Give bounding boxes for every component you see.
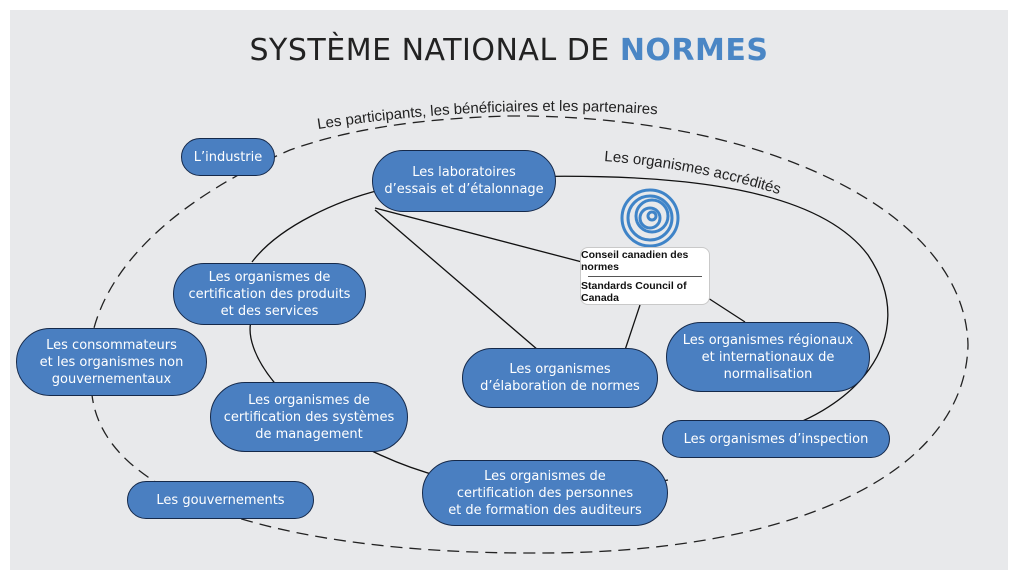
page-title: SYSTÈME NATIONAL DE NORMES <box>0 33 1018 68</box>
node-regionaux: Les organismes régionaux et internationa… <box>666 322 870 392</box>
outer-dashed-label: Les participants, les bénéficiaires et l… <box>316 98 658 133</box>
title-accent: NORMES <box>619 33 769 68</box>
scc-name-en: Standards Council of Canada <box>581 279 687 304</box>
node-gouvernements: Les gouvernements <box>127 481 314 519</box>
node-cert-personnes: Les organismes de certification des pers… <box>422 460 668 526</box>
spoke-lab-to-elaboration <box>374 209 539 351</box>
inner-ring-label: Les organismes accrédités <box>604 148 783 198</box>
scc-name-fr: Conseil canadien des normes <box>581 248 689 273</box>
node-consommateurs: Les consommateurs et les organismes non … <box>16 328 207 396</box>
node-laboratoires: Les laboratoires d’essais et d’étalonnag… <box>372 150 556 212</box>
connector-logo-elaboration <box>624 304 641 351</box>
connector-logo-regional <box>707 297 746 323</box>
scc-logo: Conseil canadien des normes Standards Co… <box>580 247 710 305</box>
spoke-lab-to-logo <box>374 207 583 263</box>
node-elaboration: Les organismes d’élaboration de normes <box>462 348 658 408</box>
node-cert-systemes: Les organismes de certification des syst… <box>210 382 408 452</box>
title-main: SYSTÈME NATIONAL DE <box>249 33 610 68</box>
scc-divider <box>588 275 702 277</box>
scc-spiral-icon <box>620 188 680 248</box>
node-industrie: L’industrie <box>181 138 275 176</box>
node-cert-produits: Les organismes de certification des prod… <box>173 263 366 325</box>
node-inspection: Les organismes d’inspection <box>662 420 890 458</box>
